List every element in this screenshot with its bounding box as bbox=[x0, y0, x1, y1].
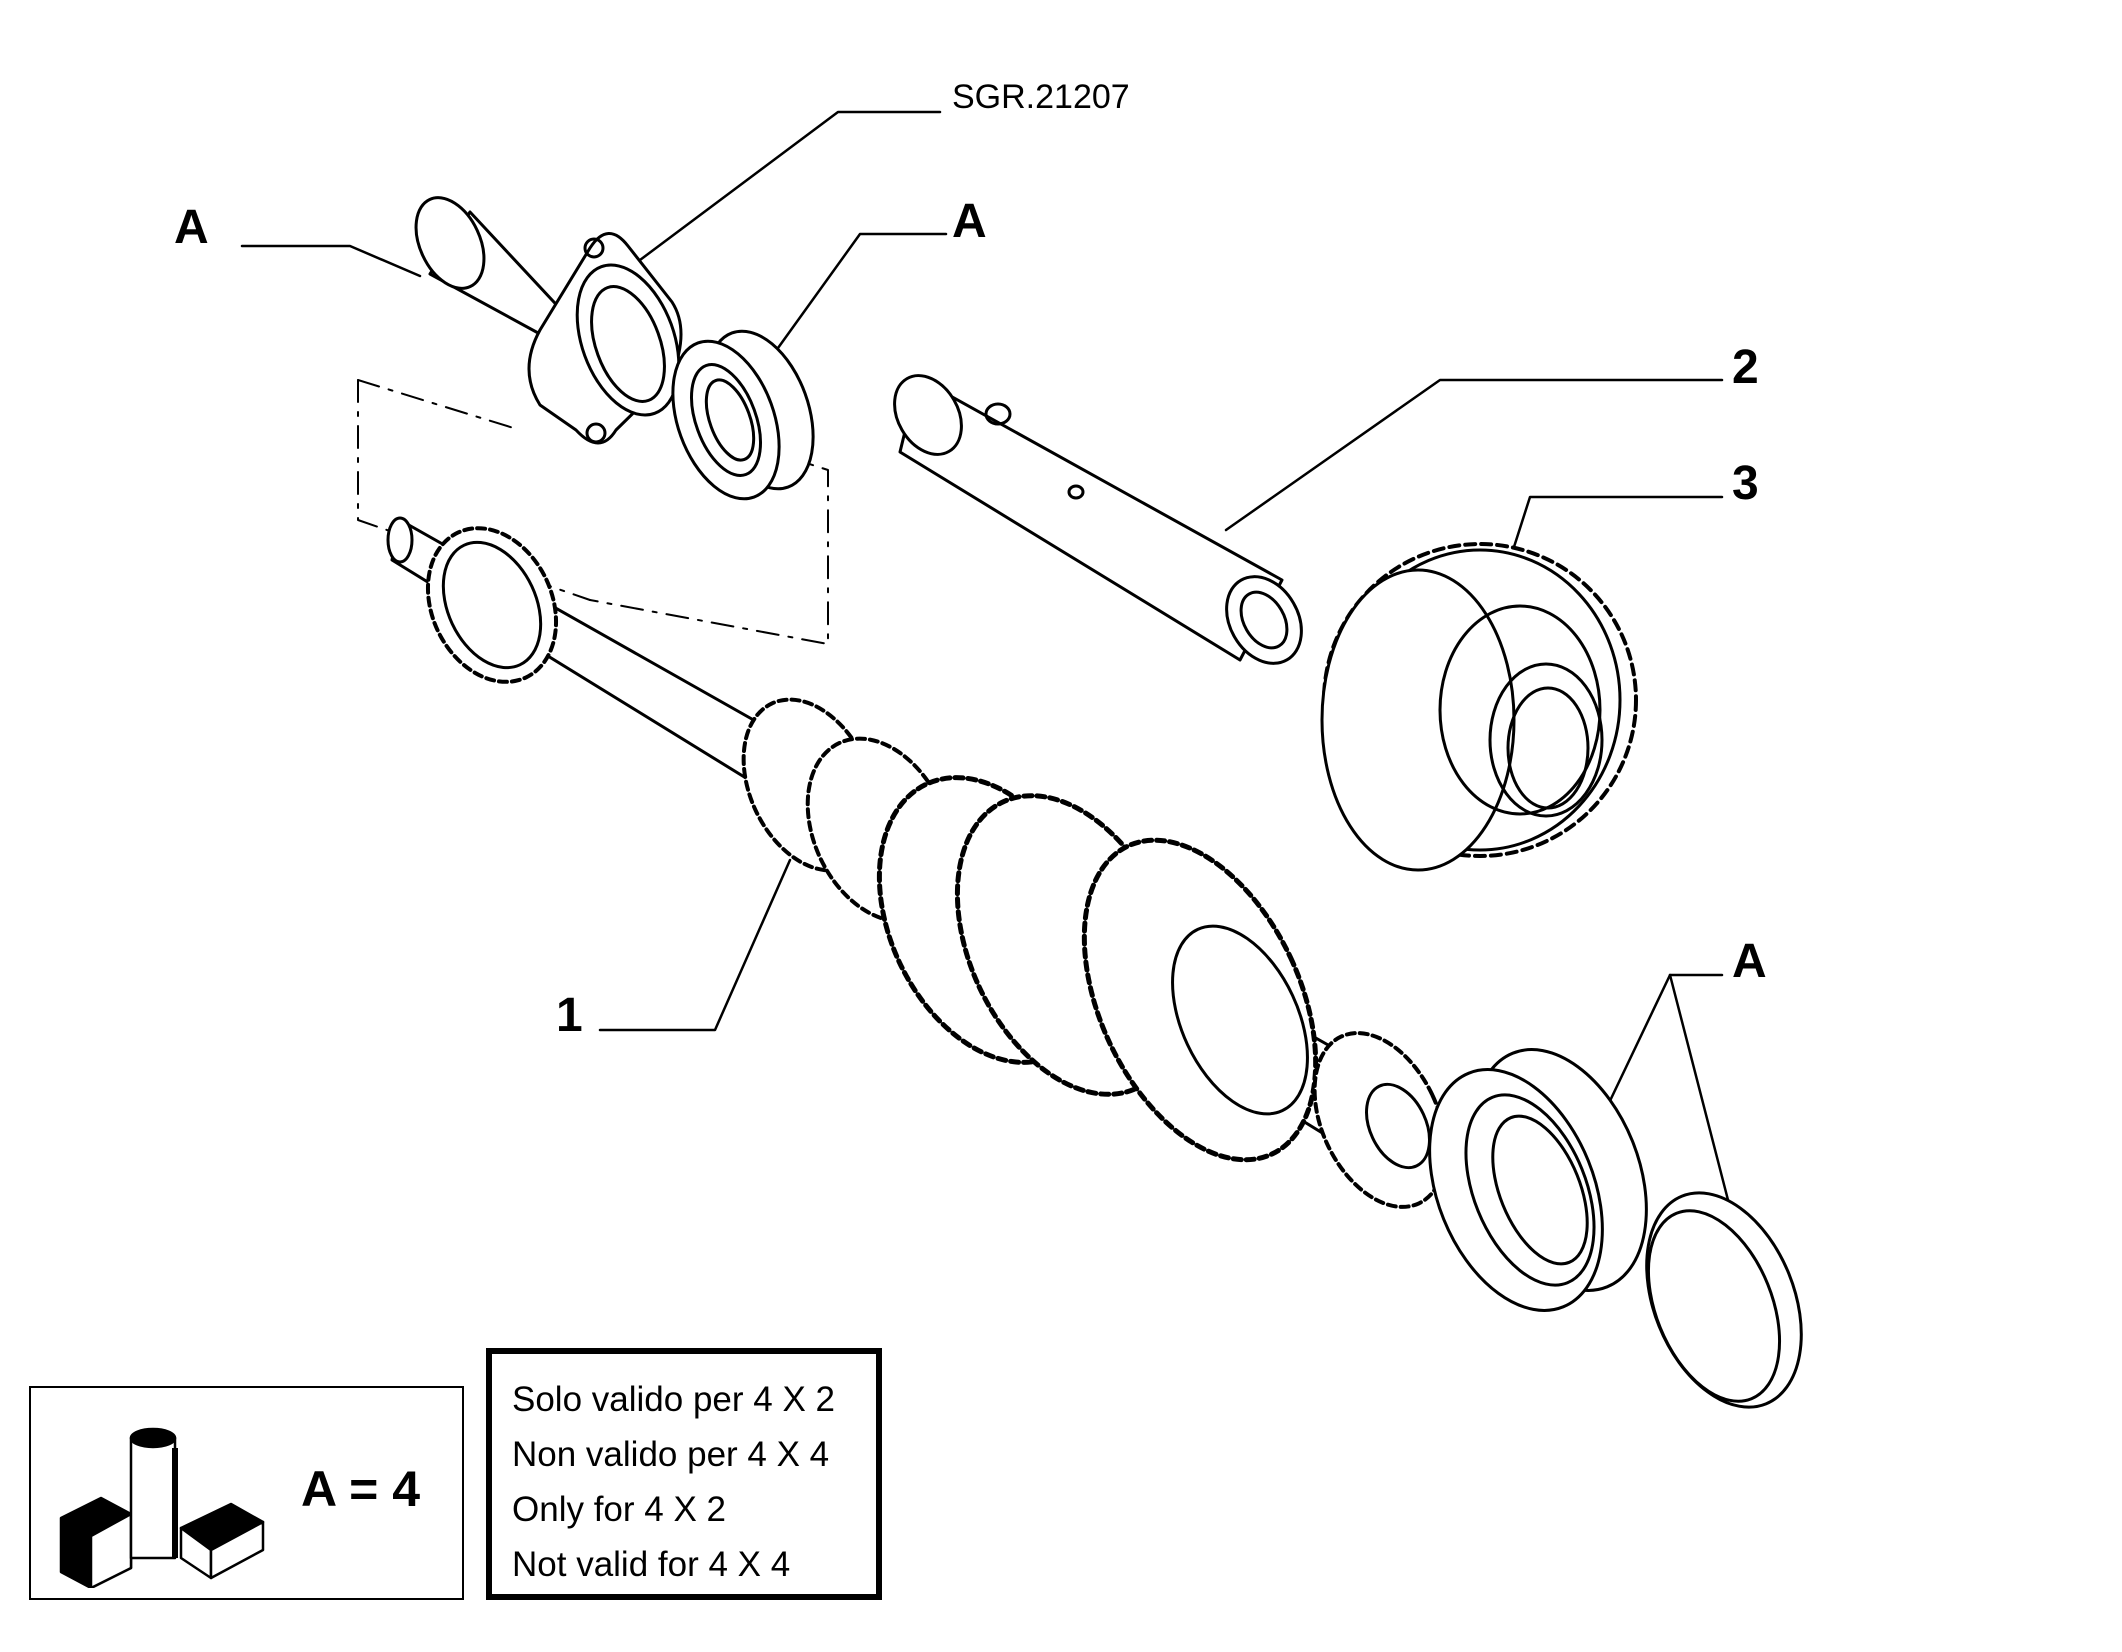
quantity-value: A = 4 bbox=[301, 1461, 421, 1517]
callout-a-top-mid: A bbox=[952, 195, 987, 248]
callout-a-top-left: A bbox=[174, 201, 209, 254]
main-shaft bbox=[386, 516, 1448, 1209]
callout-2: 2 bbox=[1732, 341, 1759, 394]
leader-lines bbox=[240, 110, 1730, 1202]
note-line: Only for 4 X 2 bbox=[512, 1490, 726, 1529]
bearings-kit-icon bbox=[59, 1427, 265, 1588]
callout-3: 3 bbox=[1732, 457, 1759, 510]
note-line: Solo valido per 4 X 2 bbox=[512, 1380, 835, 1419]
bearing-right bbox=[1428, 1048, 1648, 1312]
callout-a-right: A bbox=[1732, 935, 1767, 988]
bearing-sleeve bbox=[414, 196, 683, 445]
callout-1: 1 bbox=[556, 989, 583, 1042]
bearing-top bbox=[671, 329, 815, 501]
gear-3 bbox=[1320, 542, 1638, 872]
reference-code-label: SGR.21207 bbox=[952, 78, 1130, 116]
quantity-legend: A = 4 bbox=[29, 1386, 464, 1600]
note-line: Not valid for 4 X 4 bbox=[512, 1545, 791, 1584]
note-line: Non valido per 4 X 4 bbox=[512, 1435, 830, 1474]
validity-note: Solo valido per 4 X 2 Non valido per 4 X… bbox=[486, 1348, 882, 1600]
shaft-pin bbox=[893, 374, 1303, 665]
bearing-ring bbox=[1645, 1191, 1803, 1409]
